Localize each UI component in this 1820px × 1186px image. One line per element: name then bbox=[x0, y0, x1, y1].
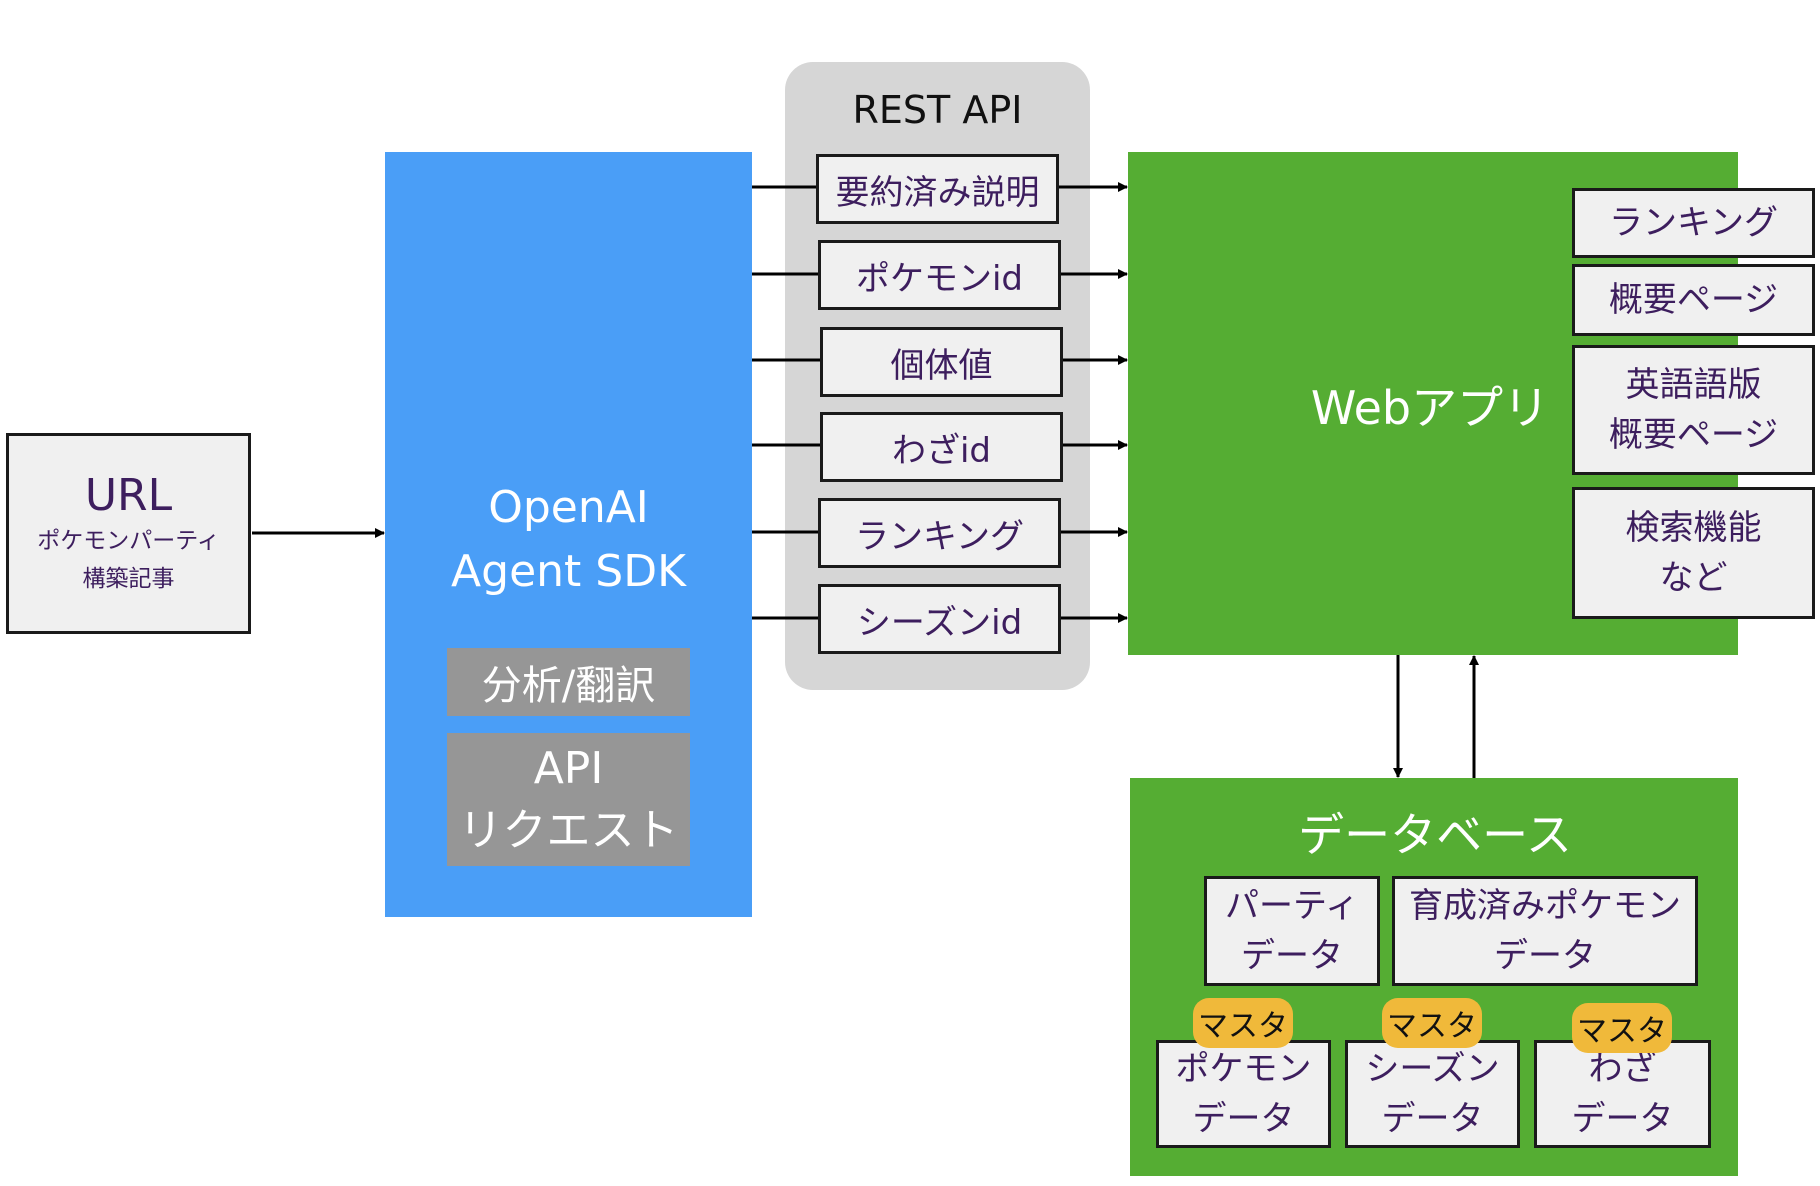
url-subtitle-line1: ポケモンパーティ bbox=[37, 527, 220, 554]
rest-item-individual-values: 個体値 bbox=[820, 327, 1063, 397]
webapp-feature-english-overview: 英語語版 概要ページ bbox=[1572, 345, 1815, 475]
db-trained-line2: データ bbox=[1494, 936, 1596, 976]
analysis-translation-box: 分析/翻訳 bbox=[447, 648, 690, 716]
db-master-pokemon-line2: データ bbox=[1192, 1099, 1295, 1139]
db-master-pokemon-line1: ポケモン bbox=[1175, 1049, 1312, 1089]
api-request-line2: リクエスト bbox=[458, 804, 679, 856]
database-title: データベース bbox=[1298, 808, 1572, 862]
webapp-feature-search-line2: など bbox=[1659, 558, 1728, 598]
agent-sdk-title-line2: Agent SDK bbox=[451, 546, 686, 597]
url-subtitle-line2: 構築記事 bbox=[82, 565, 175, 592]
master-badge-season: マスタ bbox=[1382, 998, 1482, 1048]
url-title: URL bbox=[84, 469, 173, 521]
webapp-feature-ranking-label: ランキング bbox=[1609, 203, 1778, 243]
rest-item-summary: 要約済み説明 bbox=[816, 154, 1059, 224]
db-trained-line1: 育成済みポケモン bbox=[1409, 886, 1681, 926]
db-master-move-line2: データ bbox=[1571, 1099, 1674, 1139]
rest-item-move-id: わざid bbox=[820, 412, 1063, 482]
url-source-box: URL ポケモンパーティ 構築記事 bbox=[6, 433, 251, 634]
webapp-feature-overview-label: 概要ページ bbox=[1608, 280, 1779, 320]
master-badge-move: マスタ bbox=[1572, 1003, 1672, 1053]
webapp-feature-ranking: ランキング bbox=[1572, 188, 1815, 258]
rest-item-season-id: シーズンid bbox=[818, 584, 1061, 654]
db-master-move-data: わざ データ bbox=[1534, 1040, 1711, 1148]
db-trained-pokemon-data: 育成済みポケモン データ bbox=[1392, 876, 1698, 986]
rest-item-ranking: ランキング bbox=[818, 498, 1061, 568]
webapp-feature-search-line1: 検索機能 bbox=[1625, 508, 1762, 548]
api-request-line1: API bbox=[533, 742, 604, 794]
db-master-move-line1: わざ bbox=[1588, 1049, 1657, 1089]
db-party-line2: データ bbox=[1241, 936, 1343, 976]
db-master-pokemon-data: ポケモン データ bbox=[1156, 1040, 1331, 1148]
rest-api-title: REST API bbox=[852, 88, 1023, 132]
rest-item-pokemon-id: ポケモンid bbox=[818, 240, 1061, 310]
webapp-feature-search: 検索機能 など bbox=[1572, 487, 1815, 619]
master-badge-pokemon: マスタ bbox=[1193, 998, 1293, 1048]
db-master-season-line2: データ bbox=[1381, 1099, 1484, 1139]
agent-sdk-title-line1: OpenAI bbox=[488, 482, 649, 533]
db-party-line1: パーティ bbox=[1225, 886, 1359, 926]
api-request-box: API リクエスト bbox=[447, 733, 690, 866]
webapp-feature-english-line2: 概要ページ bbox=[1608, 415, 1779, 455]
db-master-season-line1: シーズン bbox=[1365, 1049, 1500, 1089]
webapp-title: Webアプリ bbox=[1310, 381, 1550, 435]
db-party-data: パーティ データ bbox=[1204, 876, 1380, 986]
agent-sdk-title: OpenAI Agent SDK bbox=[385, 470, 752, 610]
webapp-feature-overview: 概要ページ bbox=[1572, 264, 1815, 336]
webapp-feature-english-line1: 英語語版 bbox=[1625, 365, 1762, 405]
db-master-season-data: シーズン データ bbox=[1345, 1040, 1520, 1148]
